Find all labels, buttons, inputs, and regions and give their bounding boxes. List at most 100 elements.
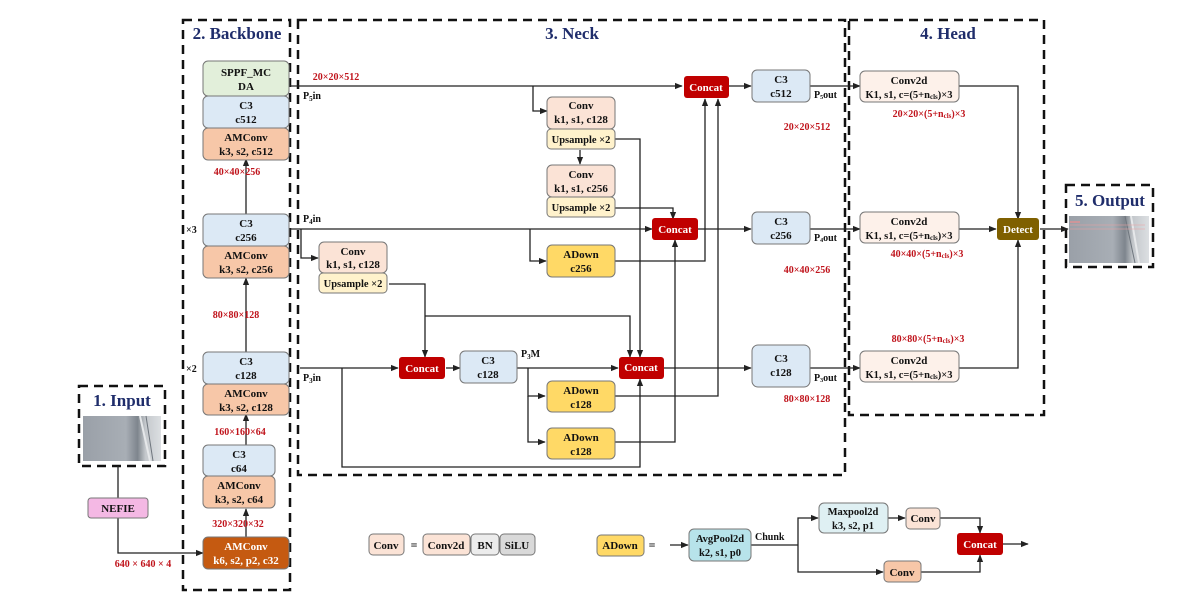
neck-adown-c128-a[interactable]: ADown c128 — [546, 380, 616, 413]
svg-text:AMConv: AMConv — [224, 388, 268, 400]
neck-dim-out-40: 40×40×256 — [784, 265, 830, 276]
svg-text:Conv2d: Conv2d — [891, 216, 928, 228]
svg-text:C3: C3 — [239, 356, 253, 368]
svg-text:Upsample ×2: Upsample ×2 — [324, 279, 383, 290]
head-conv2d-p4[interactable]: Conv2d K1, s1, c=(5+ncls)×3 — [859, 211, 960, 244]
backbone-dim-160: 160×160×64 — [214, 427, 265, 438]
nefie-block[interactable]: NEFIE — [87, 497, 149, 519]
svg-text:AMConv: AMConv — [217, 480, 261, 492]
neck-c3-out-c128[interactable]: C3 c128 — [751, 344, 811, 388]
svg-text:C3: C3 — [774, 353, 788, 365]
backbone-amconv-c32[interactable]: AMConv k6, s2, p2, c32 — [202, 536, 290, 570]
neck-adown-c256[interactable]: ADown c256 — [546, 244, 616, 278]
backbone-dim-80: 80×80×128 — [213, 310, 259, 321]
svg-text:Concat: Concat — [624, 362, 658, 374]
svg-text:ADown: ADown — [602, 540, 637, 552]
backbone-amconv-c512[interactable]: AMConv k3, s2, c512 — [202, 127, 290, 161]
svg-text:Conv: Conv — [568, 100, 594, 112]
output-image — [1069, 215, 1149, 264]
neck-concat-top[interactable]: Concat — [684, 76, 729, 98]
p4in-label: P4in — [303, 214, 321, 226]
p5in-label: P5in — [303, 91, 321, 103]
connections — [117, 82, 1069, 576]
legend-chunk-label: Chunk — [755, 532, 785, 543]
svg-text:SiLU: SiLU — [505, 540, 530, 552]
backbone-section-frame — [181, 18, 292, 592]
svg-text:Concat: Concat — [689, 82, 723, 94]
legend-avgpool: AvgPool2d k2, s1, p0 — [688, 528, 752, 562]
neck-concat-bottom[interactable]: Concat — [619, 357, 664, 379]
neck-conv-c256[interactable]: Conv k1, s1, c256 — [546, 164, 616, 198]
head-dim-20: 20×20×(5+ncls)×3 — [893, 109, 966, 120]
neck-c3-out-c256[interactable]: C3 c256 — [751, 211, 811, 245]
legend-conv-a: Conv — [905, 507, 941, 530]
svg-text:k3, s2, p1: k3, s2, p1 — [832, 521, 874, 532]
svg-text:AMConv: AMConv — [224, 541, 268, 553]
neck-concat-left[interactable]: Concat — [399, 357, 445, 379]
svg-text:k3, s2, c64: k3, s2, c64 — [215, 494, 264, 506]
legend-conv: Conv — [368, 533, 405, 556]
svg-text:c128: c128 — [235, 370, 257, 382]
legend-adown-equals: = — [649, 538, 656, 552]
backbone-amconv-c256[interactable]: AMConv k3, s2, c256 — [202, 245, 290, 279]
neck-c3-out-c512[interactable]: C3 c512 — [751, 69, 811, 103]
svg-text:k6, s2, p2, c32: k6, s2, p2, c32 — [213, 555, 279, 567]
neck-conv-c128-top[interactable]: Conv k1, s1, c128 — [546, 96, 616, 130]
output-section-title: 5. Output — [1075, 191, 1145, 210]
detect-block[interactable]: Detect — [997, 218, 1039, 240]
neck-c3-p3m[interactable]: C3 c128 — [459, 350, 518, 384]
p3m-label: P3M — [521, 349, 541, 361]
svg-text:c256: c256 — [235, 232, 257, 244]
repeat-x2-label: ×2 — [186, 364, 197, 375]
legend-maxpool: Maxpool2d k3, s2, p1 — [818, 502, 889, 534]
backbone-amconv-c128[interactable]: AMConv k3, s2, c128 — [202, 383, 290, 416]
svg-text:ADown: ADown — [563, 249, 598, 261]
legend-conv-b: Conv — [883, 560, 922, 583]
svg-text:Conv: Conv — [373, 540, 399, 552]
svg-text:c64: c64 — [231, 463, 247, 475]
svg-text:c512: c512 — [770, 88, 792, 100]
sppf-block[interactable]: SPPF_MC DA — [202, 60, 290, 97]
neck-upsample-left[interactable]: Upsample ×2 — [318, 272, 388, 294]
svg-text:c128: c128 — [770, 367, 792, 379]
svg-text:Conv2d: Conv2d — [891, 355, 928, 367]
svg-text:C3: C3 — [239, 218, 253, 230]
backbone-c3-c512[interactable]: C3 c512 — [202, 95, 290, 129]
svg-text:AvgPool2d: AvgPool2d — [696, 534, 744, 545]
backbone-c3-c128[interactable]: C3 c128 — [202, 351, 290, 385]
svg-text:Conv2d: Conv2d — [891, 75, 928, 87]
svg-text:Upsample ×2: Upsample ×2 — [552, 203, 611, 214]
backbone-c3-c64[interactable]: C3 c64 — [202, 444, 276, 477]
head-conv2d-p5[interactable]: Conv2d K1, s1, c=(5+ncls)×3 — [859, 70, 960, 103]
svg-text:c128: c128 — [570, 399, 592, 411]
svg-text:Conv2d: Conv2d — [428, 540, 465, 552]
svg-text:Upsample ×2: Upsample ×2 — [552, 135, 611, 146]
neck-upsample-mid[interactable]: Upsample ×2 — [546, 196, 616, 218]
backbone-section-title: 2. Backbone — [193, 24, 282, 43]
svg-text:C3: C3 — [232, 449, 246, 461]
svg-text:C3: C3 — [774, 216, 788, 228]
backbone-c3-c256[interactable]: C3 c256 — [202, 213, 290, 247]
neck-conv-c128-left[interactable]: Conv k1, s1, c128 — [318, 241, 388, 274]
backbone-amconv-c64[interactable]: AMConv k3, s2, c64 — [202, 475, 276, 509]
repeat-x3-label: ×3 — [186, 225, 197, 236]
neck-adown-c128-b[interactable]: ADown c128 — [546, 427, 616, 460]
svg-text:Conv: Conv — [340, 246, 366, 258]
neck-dim-out-20: 20×20×512 — [784, 122, 830, 133]
svg-text:ADown: ADown — [563, 432, 598, 444]
svg-text:ADown: ADown — [563, 385, 598, 397]
legend-concat: Concat — [957, 533, 1003, 555]
neck-dim-out-80: 80×80×128 — [784, 394, 830, 405]
svg-text:k2, s1, p0: k2, s1, p0 — [699, 548, 741, 559]
svg-text:k1, s1, c256: k1, s1, c256 — [554, 183, 608, 195]
neck-upsample-top[interactable]: Upsample ×2 — [546, 128, 616, 150]
svg-text:K1, s1, c=(5+ncls)×3: K1, s1, c=(5+ncls)×3 — [866, 370, 953, 381]
neck-dim-p5: 20×20×512 — [313, 72, 359, 83]
svg-text:K1, s1, c=(5+ncls)×3: K1, s1, c=(5+ncls)×3 — [866, 231, 953, 242]
svg-text:Conv: Conv — [910, 513, 936, 525]
svg-text:Maxpool2d: Maxpool2d — [828, 507, 879, 518]
head-conv2d-p3[interactable]: Conv2d K1, s1, c=(5+ncls)×3 — [859, 350, 960, 383]
p3out-label: P3out — [814, 373, 838, 384]
neck-concat-mid[interactable]: Concat — [652, 218, 698, 240]
svg-text:k3, s2, c512: k3, s2, c512 — [219, 146, 273, 158]
